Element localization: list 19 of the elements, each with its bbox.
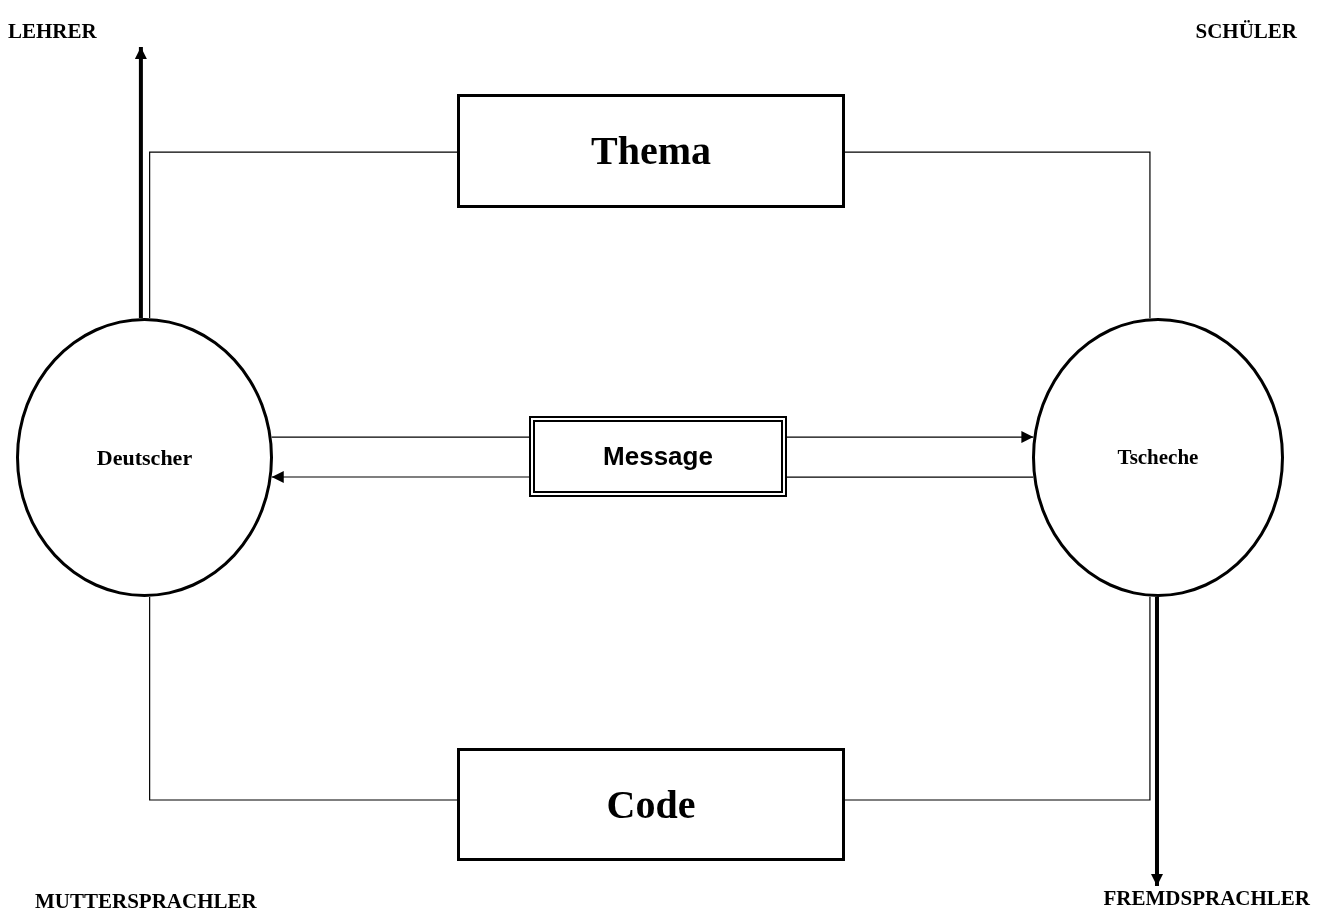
- code-box: Code: [457, 748, 845, 861]
- speaker-ellipse: Deutscher: [16, 318, 273, 597]
- arrow: [1151, 597, 1163, 886]
- arrow: [134, 47, 147, 319]
- connector-line: [271, 436, 530, 438]
- connector-line: [786, 476, 1034, 478]
- connector-line: [149, 596, 458, 801]
- connector-line: [844, 151, 1151, 319]
- role-label: LEHRER: [8, 16, 158, 47]
- speaker-ellipse: Tscheche: [1032, 318, 1284, 597]
- topic-box: Thema: [457, 94, 845, 208]
- role-label: SCHÜLER: [1195, 18, 1297, 45]
- role-label: FREMDSPRACHLER: [1020, 886, 1310, 912]
- message-box: Message: [529, 416, 787, 497]
- arrow: [786, 431, 1034, 444]
- role-label: MUTTERSPRACHLER: [35, 888, 257, 915]
- arrow: [271, 471, 530, 483]
- connector-line: [844, 596, 1151, 801]
- connector-line: [149, 151, 458, 319]
